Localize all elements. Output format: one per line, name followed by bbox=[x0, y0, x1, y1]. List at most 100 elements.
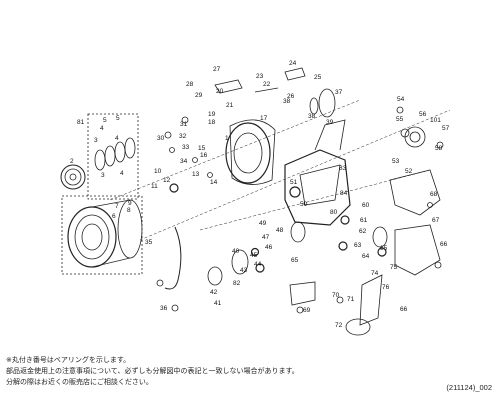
document-code: (211124)_002 bbox=[446, 383, 492, 392]
callout-37: 37 bbox=[335, 89, 343, 96]
callout-28: 28 bbox=[186, 81, 194, 88]
callout-21: 21 bbox=[226, 102, 234, 109]
callout-33: 33 bbox=[182, 144, 190, 151]
bail-wire bbox=[164, 226, 182, 290]
callout-66a: 66 bbox=[440, 241, 448, 248]
note-service: 分解の際はお近くの販売店にご相談ください。 bbox=[6, 378, 153, 386]
callout-53: 53 bbox=[392, 158, 400, 165]
callout-3b: 3 bbox=[101, 172, 105, 179]
callout-16: 16 bbox=[200, 152, 208, 159]
callout-6: 6 bbox=[112, 213, 116, 220]
callout-56: 56 bbox=[419, 111, 427, 118]
callout-19: 19 bbox=[208, 111, 216, 118]
callout-55: 55 bbox=[396, 116, 404, 123]
callout-83: 83 bbox=[339, 165, 347, 172]
callout-57: 57 bbox=[442, 125, 450, 132]
callout-5b: 5 bbox=[116, 115, 120, 122]
callout-67: 67 bbox=[432, 217, 440, 224]
callout-3a: 3 bbox=[94, 137, 98, 144]
callout-80: 80 bbox=[330, 209, 338, 216]
callout-49: 49 bbox=[259, 220, 267, 227]
callout-2: 2 bbox=[70, 158, 74, 165]
spool bbox=[67, 199, 143, 268]
callout-9: 9 bbox=[128, 200, 132, 207]
bearings bbox=[169, 183, 387, 273]
callout-76: 76 bbox=[382, 284, 390, 291]
callout-39: 39 bbox=[326, 119, 334, 126]
callout-11: 11 bbox=[151, 183, 158, 190]
callout-84: 84 bbox=[340, 190, 348, 197]
callout-74: 74 bbox=[371, 270, 379, 277]
callout-24: 24 bbox=[289, 60, 297, 67]
callout-71: 71 bbox=[347, 296, 355, 303]
bail-arm-parts bbox=[214, 67, 336, 118]
callout-69: 69 bbox=[303, 307, 311, 314]
callout-41: 41 bbox=[214, 300, 222, 307]
callout-75: 75 bbox=[390, 264, 398, 271]
callout-66b: 66 bbox=[400, 306, 408, 313]
callout-22: 22 bbox=[263, 81, 271, 88]
reel-body bbox=[284, 119, 351, 226]
callout-23: 23 bbox=[256, 73, 264, 80]
callout-38b: 38 bbox=[308, 113, 316, 120]
small-parts bbox=[156, 106, 444, 314]
rotor-parts-group-box bbox=[87, 113, 139, 200]
drag-washers bbox=[94, 137, 136, 171]
callout-27: 27 bbox=[213, 66, 221, 73]
callout-81: 81 bbox=[77, 119, 85, 126]
callout-47: 47 bbox=[262, 234, 270, 241]
callout-65b: 65 bbox=[291, 257, 299, 264]
rotor bbox=[225, 119, 276, 185]
callout-31: 31 bbox=[180, 121, 188, 128]
callout-25: 25 bbox=[314, 74, 322, 81]
callout-70: 70 bbox=[332, 292, 340, 299]
callout-20: 20 bbox=[216, 88, 224, 95]
callout-54: 54 bbox=[397, 96, 405, 103]
callout-45: 45 bbox=[250, 252, 258, 259]
note-disclaimer: 部品返金使用上の注意事項について、必ずしも分解図中の表記と一致しない場合がありま… bbox=[6, 367, 299, 375]
pinion-gear bbox=[207, 221, 388, 286]
callout-30: 30 bbox=[157, 135, 165, 142]
callout-65a: 65 bbox=[380, 245, 388, 252]
callout-4b: 4 bbox=[115, 135, 119, 142]
callout-10: 10 bbox=[154, 168, 162, 175]
callout-5a: 5 bbox=[103, 117, 107, 124]
callout-15: 15 bbox=[198, 145, 206, 152]
handle-assembly bbox=[289, 274, 383, 336]
callout-18: 18 bbox=[208, 119, 216, 126]
callout-1: 1 bbox=[225, 135, 229, 142]
callout-26: 26 bbox=[287, 93, 295, 100]
callout-64: 64 bbox=[362, 253, 370, 260]
callout-4a: 4 bbox=[100, 125, 104, 132]
callout-68: 68 bbox=[430, 191, 438, 198]
callout-17: 17 bbox=[260, 115, 268, 122]
drag-knob bbox=[60, 164, 86, 190]
callout-4c: 4 bbox=[120, 170, 124, 177]
callout-46: 46 bbox=[265, 244, 273, 251]
callout-72: 72 bbox=[335, 322, 343, 329]
callout-43: 43 bbox=[240, 267, 248, 274]
callout-50: 50 bbox=[300, 201, 308, 208]
note-bearing: ※丸付き番号はベアリングを示します。 bbox=[6, 356, 131, 364]
callout-34: 34 bbox=[180, 158, 188, 165]
callout-82: 82 bbox=[233, 280, 241, 287]
callout-42: 42 bbox=[210, 289, 218, 296]
callout-38a: 38 bbox=[283, 98, 291, 105]
callout-13: 13 bbox=[192, 171, 200, 178]
callout-61: 61 bbox=[360, 217, 368, 224]
callout-12: 12 bbox=[163, 177, 171, 184]
callout-7: 7 bbox=[115, 203, 119, 210]
callout-52: 52 bbox=[405, 168, 413, 175]
callout-35: 35 bbox=[145, 239, 153, 246]
callout-14: 14 bbox=[210, 179, 218, 186]
callout-29: 29 bbox=[195, 92, 203, 99]
callout-101: 101 bbox=[430, 117, 441, 124]
callout-63: 63 bbox=[354, 242, 362, 249]
spool-parts-group-box bbox=[61, 195, 143, 275]
callout-51: 51 bbox=[290, 179, 298, 186]
callout-8: 8 bbox=[127, 207, 131, 214]
callout-60: 60 bbox=[362, 202, 370, 209]
callout-48: 48 bbox=[276, 227, 284, 234]
